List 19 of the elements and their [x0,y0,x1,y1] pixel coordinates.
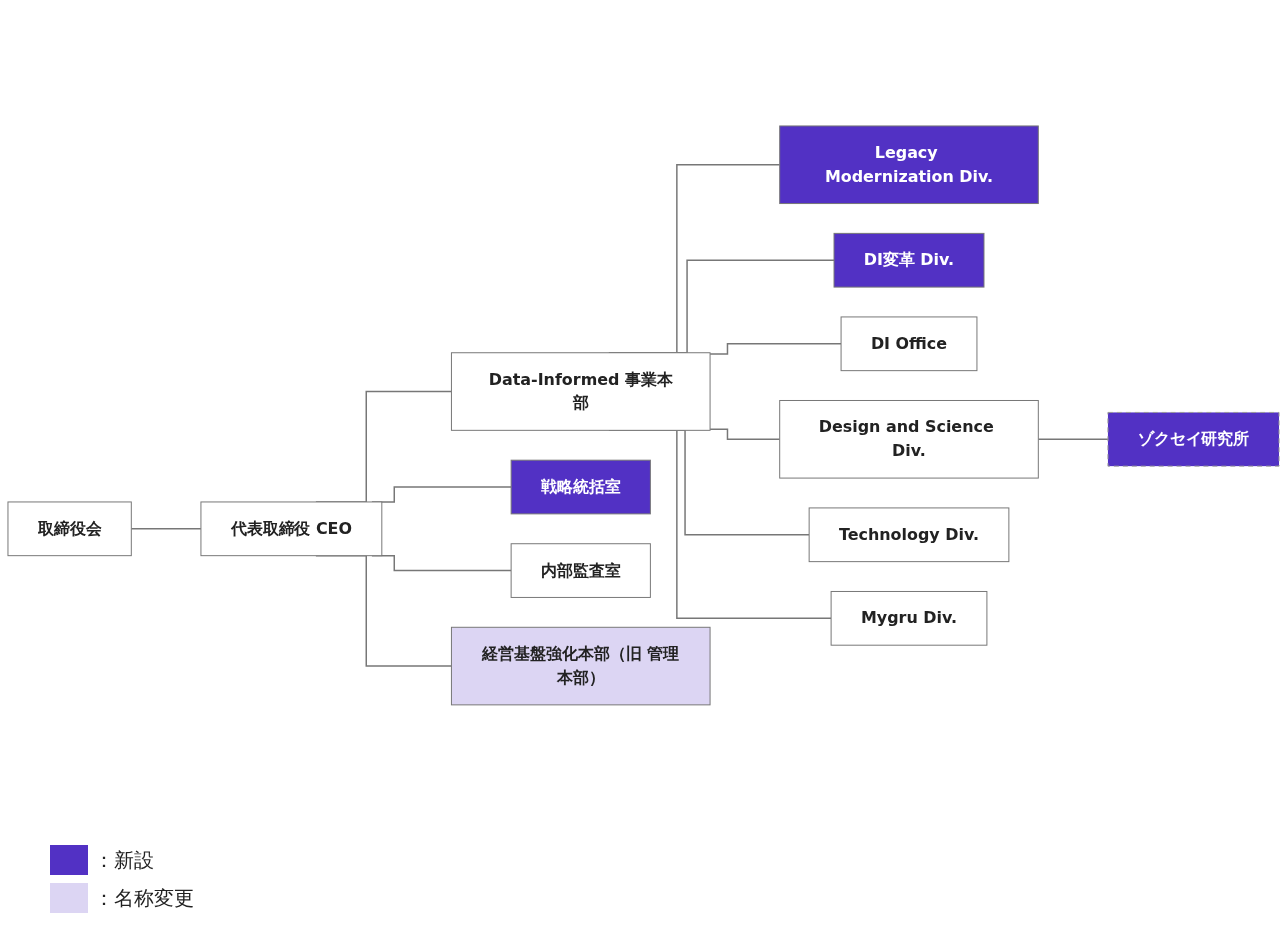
legend-text: ：名称変更 [94,884,194,912]
connector [709,428,781,440]
node-box: Mygru Div. [830,590,988,646]
connector [709,342,842,355]
node-box: DI変革 Div. [833,232,985,288]
node-box: 経営基盤強化本部（旧 管理本部） [450,626,711,705]
node-box: 内部監査室 [510,542,651,598]
node-box: Design and Science Div. [779,399,1039,479]
node-box: DI Office [840,316,978,371]
node-box: Technology Div. [808,507,1010,562]
node-box: 代表取締役 CEO [200,501,383,556]
legend-text: ：新設 [94,846,154,874]
node-box: 取締役会 [7,501,132,556]
node-box: Data-Informed 事業本部 [450,351,711,431]
connector [130,527,202,530]
node-box: 戦略統括室 [510,459,651,514]
node-box: Legacy Modernization Div. [779,125,1039,204]
node-box: ゾクセイ研究所 [1107,411,1280,467]
connector [1037,438,1109,440]
